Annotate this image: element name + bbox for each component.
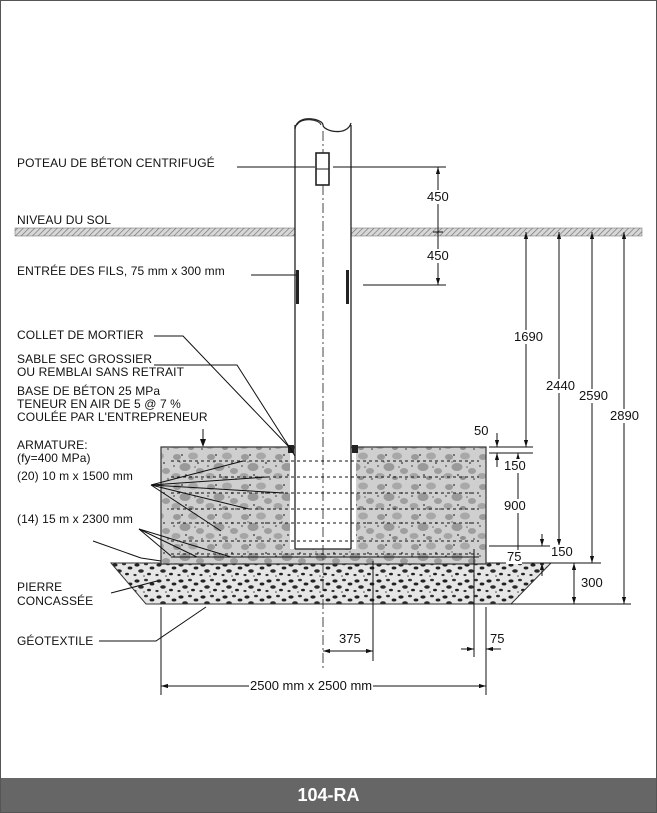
- dim-2890: 2890: [609, 408, 640, 423]
- wire-entry-right: [346, 270, 349, 304]
- label-geotextile: GÉOTEXTILE: [17, 634, 94, 648]
- label-poteau: POTEAU DE BÉTON CENTRIFUGÉ: [17, 156, 215, 170]
- dim-75-bottom: 75: [489, 631, 506, 646]
- label-sable-2: OU REMBLAI SANS RETRAIT: [17, 365, 184, 379]
- dim-base-size: 2500 mm x 2500 mm: [249, 678, 374, 693]
- dim-2590: 2590: [578, 388, 609, 403]
- crushed-stone-layer: [109, 562, 553, 605]
- drawing-code-footer: 104-RA: [1, 778, 656, 812]
- dim-300: 300: [580, 575, 604, 590]
- label-armature-3: (20) 10 m x 1500 mm: [17, 469, 133, 483]
- label-collet: COLLET DE MORTIER: [17, 328, 144, 342]
- mortar-collar-right: [352, 445, 358, 453]
- label-base-1: BASE DE BÉTON 25 MPa: [17, 384, 161, 398]
- dim-450-lines: [333, 166, 446, 286]
- dim-450-lower: 450: [426, 248, 450, 263]
- dim-150-side: 150: [550, 544, 574, 559]
- dim-450-upper: 450: [426, 189, 450, 204]
- dim-75-side: 75: [506, 549, 523, 564]
- dim-375: 375: [338, 631, 362, 646]
- label-armature-2: (fy=400 MPa): [17, 451, 91, 465]
- label-armature-1: ARMATURE:: [17, 438, 88, 452]
- label-pierre-1: PIERRE: [17, 580, 63, 594]
- label-base-2: TENEUR EN AIR DE 5 @ 7 %: [17, 397, 181, 411]
- label-entree-fils: ENTRÉE DES FILS, 75 mm x 300 mm: [17, 264, 225, 278]
- leader-lines: [92, 166, 315, 642]
- label-pierre-2: CONCASSÉE: [17, 594, 94, 608]
- dim-1690: 1690: [513, 329, 544, 344]
- wire-entry-left: [296, 270, 299, 304]
- label-armature-4: (14) 15 m x 2300 mm: [17, 512, 133, 526]
- label-niveau-sol: NIVEAU DU SOL: [17, 213, 111, 227]
- label-base-3: COULÉE PAR L'ENTREPRENEUR: [17, 410, 208, 424]
- dim-900: 900: [503, 498, 527, 513]
- dim-50: 50: [473, 423, 490, 438]
- dim-2440: 2440: [545, 378, 576, 393]
- dim-150-top: 150: [503, 458, 527, 473]
- label-sable-1: SABLE SEC GROSSIER: [17, 352, 153, 366]
- foundation-drawing: [14, 118, 643, 695]
